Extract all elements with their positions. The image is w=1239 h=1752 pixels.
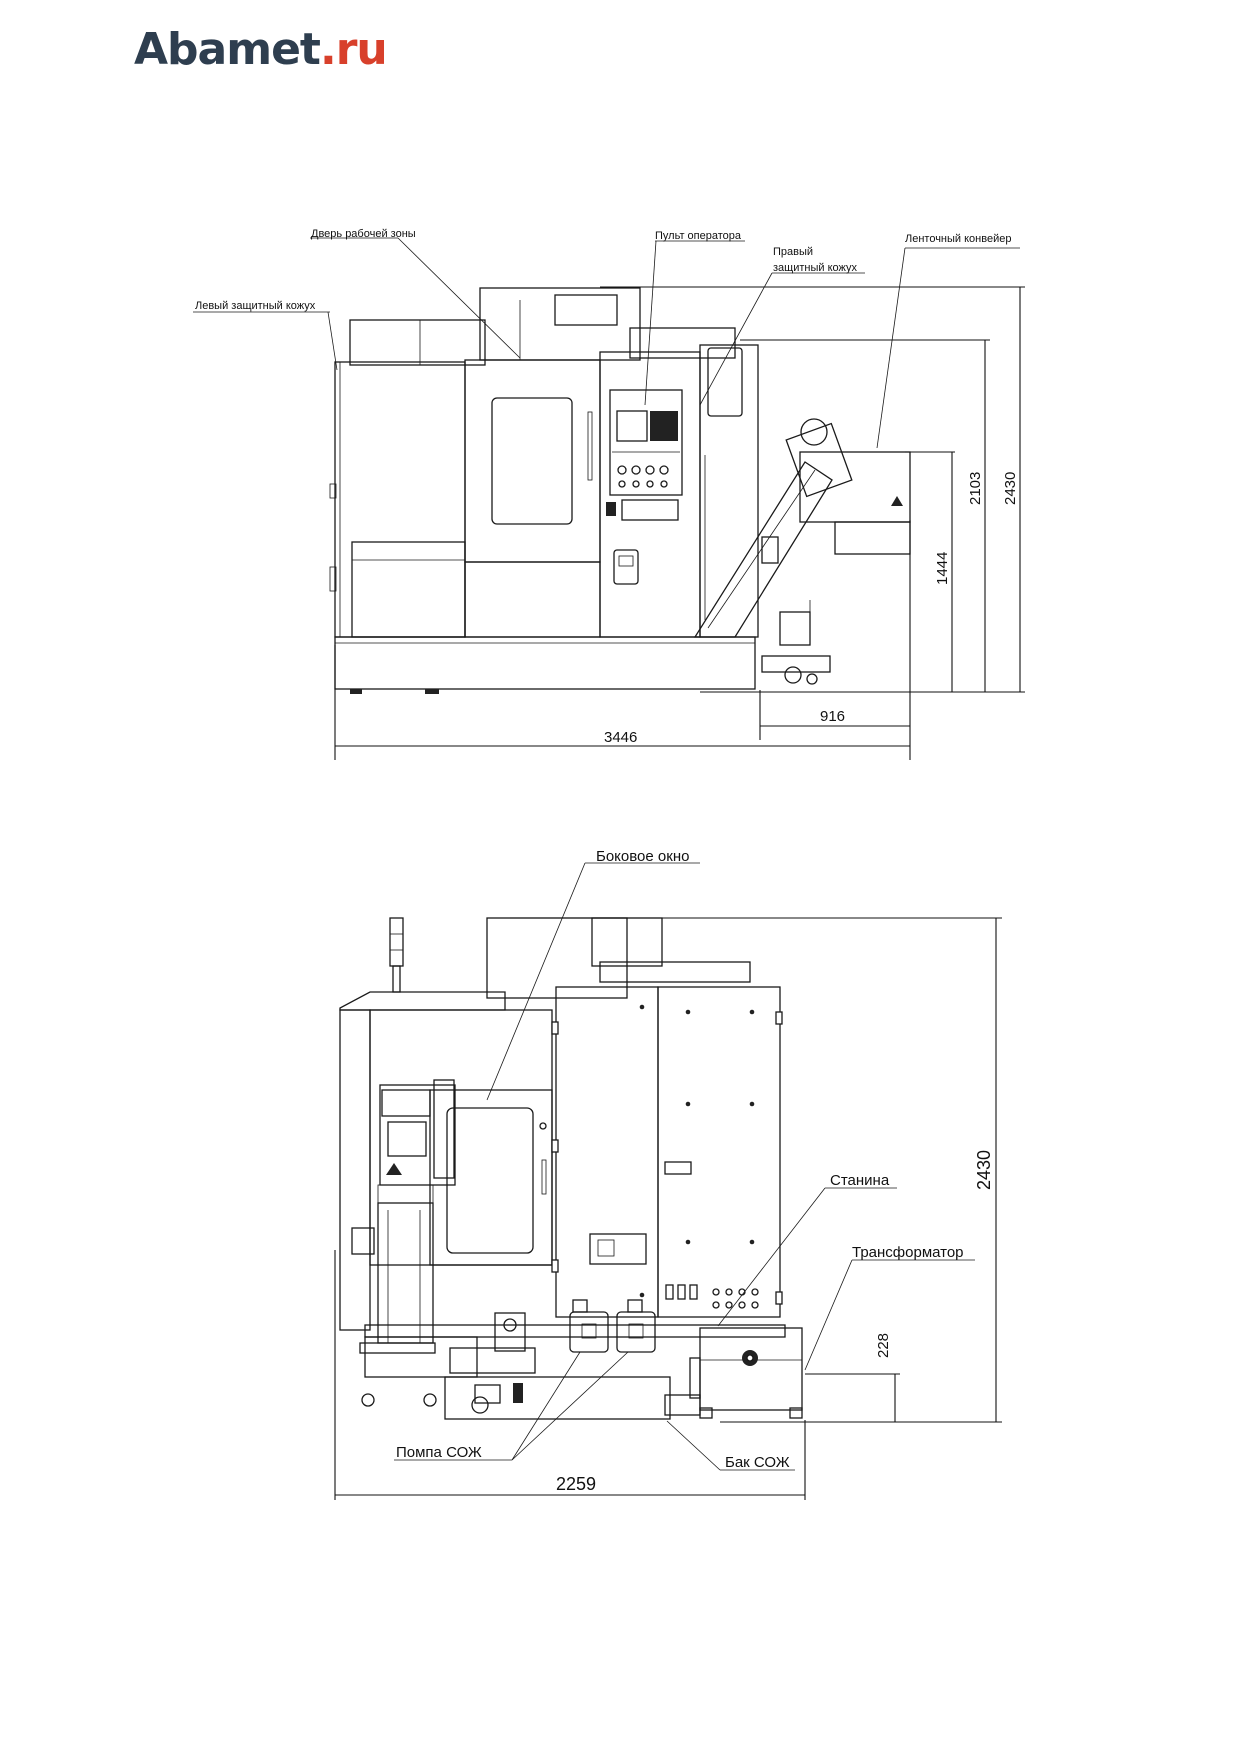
abamet-logo[interactable]: Abamet.ru: [134, 28, 388, 72]
top-right-box: [629, 327, 736, 359]
left-lower-panel: [351, 541, 466, 638]
conveyor-base: [779, 611, 811, 646]
dim-228: 228: [875, 1333, 892, 1358]
conveyor-incline: [693, 461, 833, 638]
top-cover: [479, 287, 641, 361]
electric-cabinet-right: [657, 986, 781, 1318]
work-door: [464, 359, 601, 563]
coolant-pump-1: [569, 1311, 609, 1353]
side-bed: [364, 1324, 786, 1338]
coolant-pump-2: [616, 1311, 656, 1353]
label-coolant-tank: Бак СОЖ: [725, 1454, 790, 1471]
label-operator-panel: Пульт оператора: [655, 230, 742, 242]
conveyor-head: [799, 451, 911, 523]
side-left-edge: [339, 1009, 371, 1331]
transformer: [699, 1327, 803, 1411]
left-guard-body: [334, 361, 466, 638]
logo-tld: ru: [335, 24, 388, 75]
label-left-guard: Левый защитный кожух: [195, 300, 316, 312]
side-view: Боковое окно Станина Трансформатор Помпа…: [334, 848, 1002, 1500]
front-view: Дверь рабочей зоны Пульт оператора Правы…: [193, 228, 1025, 760]
cabinet-terminals: [665, 1284, 759, 1309]
side-window: [446, 1107, 534, 1254]
side-leaders: [394, 862, 975, 1471]
cabinet-handle: [664, 1161, 692, 1175]
work-door-window: [491, 397, 573, 525]
handwheel-box: [613, 549, 639, 585]
electric-cabinet-left: [555, 986, 659, 1318]
dim-2259: 2259: [556, 1474, 596, 1494]
front-leaders: [193, 237, 1020, 449]
side-dim-lines: [334, 917, 1002, 1500]
dim-3446: 3446: [604, 729, 637, 746]
dim-2430-side: 2430: [974, 1150, 994, 1190]
machine-base: [334, 636, 756, 690]
conveyor-motor: [761, 536, 779, 564]
coolant-tank-body: [444, 1376, 671, 1420]
operator-screen: [616, 410, 648, 442]
right-guard-window: [707, 347, 743, 417]
label-right-guard-1: Правый: [773, 246, 813, 258]
front-dim-lines: [334, 286, 1025, 760]
top-left-box: [349, 319, 486, 366]
dim-2430-front: 2430: [1002, 472, 1019, 505]
side-pendant-screen: [387, 1121, 427, 1157]
dim-2103: 2103: [967, 472, 984, 505]
signal-tower: [389, 917, 404, 967]
side-top-hood: [339, 991, 506, 1011]
label-transformer: Трансформатор: [852, 1244, 964, 1261]
cabinet-display: [589, 1233, 647, 1265]
side-pendant-pole: [377, 1202, 434, 1344]
keyboard: [621, 499, 679, 521]
door-lower-panel: [464, 561, 601, 638]
logo-brand: Abamet: [134, 24, 321, 75]
conveyor-drive: [785, 422, 853, 498]
dim-916: 916: [820, 708, 845, 725]
label-conveyor: Ленточный конвейер: [905, 233, 1011, 245]
top-cabinet: [554, 294, 618, 326]
logo-dot: .: [319, 24, 337, 75]
label-work-door: Дверь рабочей зоны: [311, 228, 416, 240]
operator-panel: [609, 389, 683, 496]
side-main-body: [369, 1009, 553, 1266]
label-bed: Станина: [830, 1172, 890, 1189]
label-side-window: Боковое окно: [596, 848, 689, 865]
conveyor-bin: [834, 521, 911, 555]
label-coolant-pump: Помпа СОЖ: [396, 1444, 482, 1461]
dim-1444: 1444: [934, 552, 951, 585]
label-right-guard-2: защитный кожух: [773, 262, 857, 274]
